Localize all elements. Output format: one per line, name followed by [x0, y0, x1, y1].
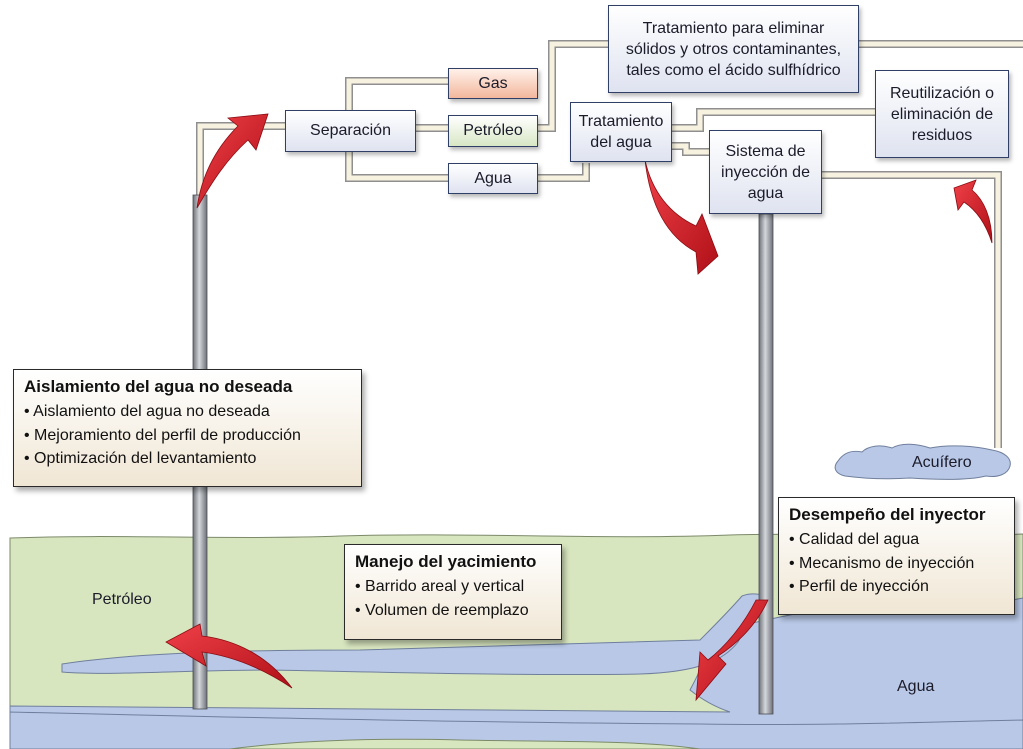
reuse-disposal-box: Reutilización o eliminación de residuos — [875, 70, 1009, 158]
solids-treatment-label: Tratamiento para eliminar sólidos y otro… — [625, 19, 842, 79]
injection-system-label: Sistema de inyección de agua — [721, 142, 810, 202]
list-item: Perfil de inyección — [789, 575, 1004, 599]
solids-treatment-box: Tratamiento para eliminar sólidos y otro… — [608, 5, 859, 93]
reuse-disposal-label: Reutilización o eliminación de residuos — [889, 84, 995, 144]
lower-water-band — [9, 711, 1023, 749]
arrow-to-disposal — [953, 179, 993, 244]
reservoir-management-title: Manejo del yacimiento — [355, 552, 537, 571]
flow-arrows — [165, 113, 993, 702]
oil-label: Petróleo — [463, 122, 523, 139]
oil-box: Petróleo — [448, 115, 538, 147]
reservoir-management-list: Barrido areal y vertical Volumen de reem… — [355, 575, 551, 622]
reservoir-management-box: Manejo del yacimiento Barrido areal y ve… — [344, 544, 562, 640]
separation-box: Separación — [285, 110, 416, 152]
water-isolation-box: Aislamiento del agua no deseada Aislamie… — [13, 369, 362, 487]
list-item: Mejoramiento del perfil de producción — [24, 424, 351, 448]
injector-performance-box: Desempeño del inyector Calidad del agua … — [778, 497, 1015, 615]
injection-system-box: Sistema de inyección de agua — [709, 130, 822, 214]
list-item: Optimización del levantamiento — [24, 447, 351, 471]
water-treatment-box: Tratamiento del agua — [570, 102, 672, 162]
aquifer-label: Acuífero — [912, 454, 972, 471]
surface-pipes — [196, 40, 1023, 448]
gas-box: Gas — [448, 68, 538, 99]
gas-label: Gas — [478, 74, 508, 92]
separation-label: Separación — [310, 122, 391, 139]
injector-performance-list: Calidad del agua Mecanismo de inyección … — [789, 528, 1004, 599]
water-box: Agua — [448, 163, 538, 194]
list-item: Barrido areal y vertical — [355, 575, 551, 599]
arrow-reservoir-to-well — [165, 623, 293, 689]
bottom-oil-lens — [229, 738, 701, 749]
injection-well — [758, 213, 774, 715]
aquifer-cloud — [834, 443, 1011, 480]
oil-zone-label: Petróleo — [92, 591, 152, 608]
list-item: Volumen de reemplazo — [355, 599, 551, 623]
arrow-treatment-to-injection — [644, 159, 719, 275]
water-isolation-title: Aislamiento del agua no deseada — [24, 377, 293, 396]
injector-performance-title: Desempeño del inyector — [789, 505, 986, 524]
water-isolation-list: Aislamiento del agua no deseada Mejorami… — [24, 400, 351, 471]
arrow-well-to-separation — [196, 113, 269, 209]
list-item: Mecanismo de inyección — [789, 552, 1004, 576]
water-treatment-label: Tratamiento del agua — [578, 113, 664, 151]
list-item: Calidad del agua — [789, 528, 1004, 552]
water-zone-label: Agua — [897, 678, 935, 695]
arrow-injection-into-reservoir — [695, 599, 769, 702]
list-item: Aislamiento del agua no deseada — [24, 400, 351, 424]
water-label: Agua — [474, 169, 512, 187]
